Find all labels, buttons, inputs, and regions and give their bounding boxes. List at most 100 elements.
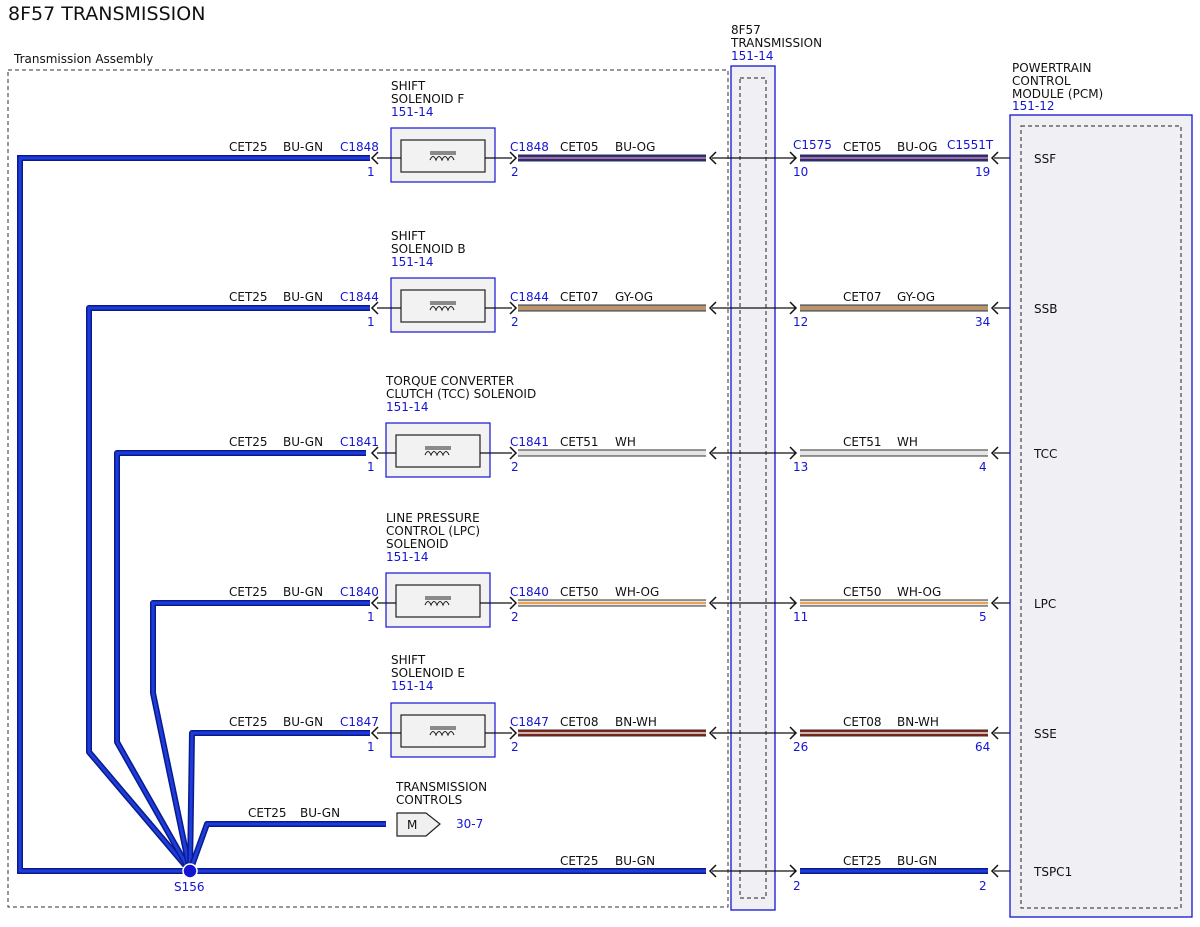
splice-s156[interactable] (182, 863, 198, 879)
row-3-connector-out[interactable]: C1841 (510, 435, 549, 449)
motor-symbol-box[interactable] (396, 812, 441, 837)
row-2-component-ref[interactable]: 151-14 (391, 255, 434, 269)
row-4-pcm-terminal (990, 596, 999, 610)
row-3-component-label-1: TORQUE CONVERTER (385, 374, 514, 388)
motor-symbol-label: M (407, 818, 417, 832)
row-4-signal-terminal (509, 596, 518, 610)
pcm-ref[interactable]: 151-12 (1012, 99, 1055, 113)
row-3-component-ref[interactable]: 151-14 (386, 400, 429, 414)
row-4-ground-color: BU-GN (283, 585, 323, 599)
bottom-wire-circuit: CET25 (560, 854, 599, 868)
row-4-solenoid-inner (395, 584, 481, 618)
row-5-solenoid-box[interactable] (390, 702, 496, 758)
row-1-pcm-color: BU-OG (897, 140, 937, 154)
row-1-signal-terminal (509, 151, 518, 165)
ground-trunk-tcc-core (115, 451, 366, 872)
row-2-component-label-1: SHIFT (391, 229, 426, 243)
pcm-label-line-2: CONTROL (1012, 74, 1071, 88)
row-1-component-ref[interactable]: 151-14 (391, 105, 434, 119)
row-2-circuit: CET07 (560, 290, 599, 304)
row-2-signal-terminal (509, 301, 518, 315)
pcm-inner-border (1020, 125, 1182, 909)
row-5-color: BN-WH (615, 715, 657, 729)
controls-ref[interactable]: 30-7 (456, 817, 483, 831)
controls-label-line-2: CONTROLS (396, 793, 462, 807)
bottom-wire-terminal-marks (708, 864, 999, 878)
row-2-ground-color: BU-GN (283, 290, 323, 304)
ground-trunk-f-core (18, 156, 370, 873)
splice-label: S156 (174, 880, 205, 894)
row-3-pin-in: 1 (367, 460, 375, 474)
row-2-pcm-color: GY-OG (897, 290, 935, 304)
row-5-connector-out[interactable]: C1847 (510, 715, 549, 729)
row-1-ground-terminal (370, 151, 379, 165)
ground-trunk-f (17, 155, 370, 874)
row-3-pcm-color: WH (897, 435, 918, 449)
row-2-connector-in[interactable]: C1844 (340, 290, 379, 304)
ground-trunk-lpc (150, 600, 370, 872)
row-1-pcm-terminal (990, 151, 999, 165)
row-3-connector-in[interactable]: C1841 (340, 435, 379, 449)
row-2-component-label-2: SOLENOID B (391, 242, 466, 256)
row-2-color: GY-OG (615, 290, 653, 304)
ground-trunk-e (187, 730, 370, 872)
inline-connector-ref[interactable]: 151-14 (731, 49, 774, 63)
row-4-connector-in[interactable]: C1840 (340, 585, 379, 599)
row-2-connector-out[interactable]: C1844 (510, 290, 549, 304)
row-1-solenoid-inner (400, 139, 486, 173)
ground-trunk-controls-core (188, 822, 386, 872)
row-5-inline-left-terminal (708, 726, 717, 740)
row-1-pcm-connector[interactable]: C1551T (947, 138, 994, 152)
ground-trunk-controls (187, 821, 386, 873)
row-1-color: BU-OG (615, 140, 655, 154)
row-5-ground-terminal (370, 726, 379, 740)
row-1-component-label-1: SHIFT (391, 79, 426, 93)
row-2-solenoid-box[interactable] (390, 277, 496, 333)
row-2-inline-pin: 12 (793, 315, 808, 329)
row-4-solenoid-box[interactable] (385, 572, 491, 628)
row-4-component-ref[interactable]: 151-14 (386, 550, 429, 564)
row-1-pcm-pin: 19 (975, 165, 990, 179)
row-1-inline-connector[interactable]: C1575 (793, 138, 832, 152)
row-2-inline-right-terminal (789, 301, 798, 315)
row-3-color: WH (615, 435, 636, 449)
row-1-ground-color: BU-GN (283, 140, 323, 154)
transmission-assembly-boundary (7, 69, 729, 908)
bottom-wire-color: BU-GN (615, 854, 655, 868)
row-4-component-label-2: CONTROL (LPC) (386, 524, 480, 538)
bottom-inline-pin: 2 (793, 879, 801, 893)
row-4-connector-out[interactable]: C1840 (510, 585, 549, 599)
row-1-connector-in[interactable]: C1848 (340, 140, 379, 154)
row-3-ground-circuit: CET25 (229, 435, 268, 449)
controls-wire-color: BU-GN (300, 806, 340, 820)
row-3-circuit: CET51 (560, 435, 599, 449)
row-4-component-label-3: SOLENOID (386, 537, 449, 551)
row-5-solenoid-coil-icon (429, 726, 456, 737)
row-5-pin-out: 2 (511, 740, 519, 754)
row-2-pcm-circuit: CET07 (843, 290, 882, 304)
row-3-signal-name: TCC (1033, 447, 1057, 461)
row-5-component-ref[interactable]: 151-14 (391, 679, 434, 693)
ground-trunk-e-core (188, 731, 370, 872)
row-3-solenoid-box[interactable] (385, 422, 491, 478)
row-5-connector-in[interactable]: C1847 (340, 715, 379, 729)
row-2-ground-terminal (370, 301, 379, 315)
row-5-signal-name: SSE (1034, 727, 1057, 741)
transmission-assembly-label: Transmission Assembly (13, 52, 153, 66)
inline-connector-label-line-1: 8F57 (731, 23, 761, 37)
row-3-solenoid-coil-icon (424, 446, 451, 457)
row-5-pcm-color: BN-WH (897, 715, 939, 729)
row-5-inline-pin: 26 (793, 740, 808, 754)
row-1-connector-out[interactable]: C1848 (510, 140, 549, 154)
row-3-ground-terminal (370, 446, 379, 460)
bottom-pcm-wire-color: BU-GN (897, 854, 937, 868)
row-4-component-label-1: LINE PRESSURE (386, 511, 480, 525)
row-5-pcm-pin: 64 (975, 740, 990, 754)
row-5-pcm-terminal (990, 726, 999, 740)
row-1-signal-name: SSF (1034, 152, 1056, 166)
row-1-solenoid-box[interactable] (390, 127, 496, 183)
row-2-pcm-terminal (990, 301, 999, 315)
row-4-ground-circuit: CET25 (229, 585, 268, 599)
